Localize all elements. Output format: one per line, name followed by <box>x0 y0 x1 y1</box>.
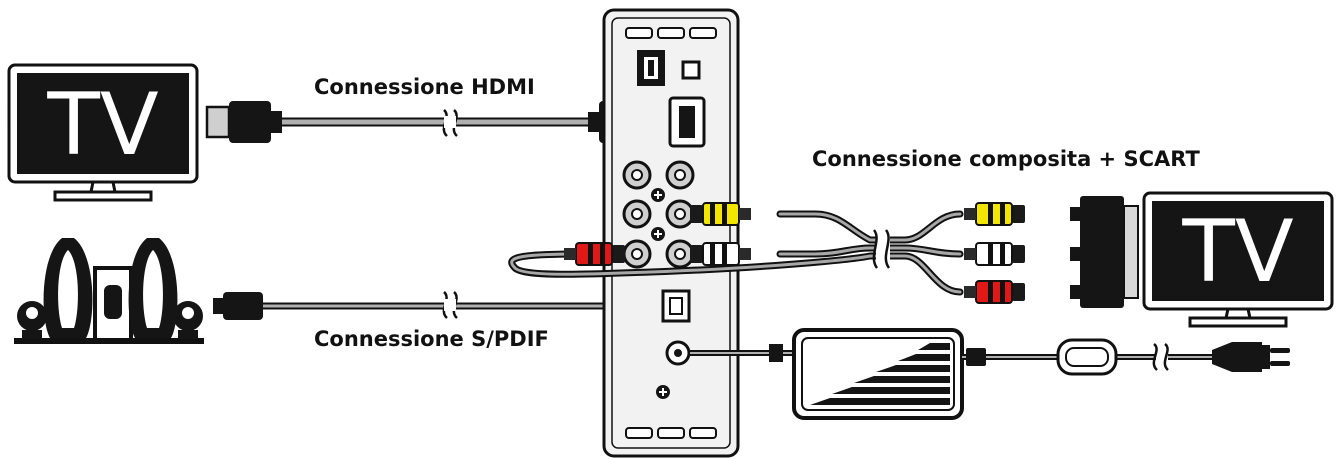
spdif-connection-label: Connessione S/PDIF <box>314 327 549 351</box>
rca-plug-icon <box>963 242 1026 266</box>
rca-plug-icon <box>963 202 1026 226</box>
hdmi-plug-icon <box>205 101 282 143</box>
hdmi-cable <box>205 101 665 143</box>
power-cable <box>690 344 796 362</box>
rca-plug-icon <box>689 202 752 226</box>
tv-right: TV <box>1142 191 1334 328</box>
composite-scart-connection-label: Connessione composita + SCART <box>812 147 1200 171</box>
tv-left: TV <box>7 63 199 202</box>
tv-right-label: TV <box>1181 202 1294 302</box>
spdif-cable <box>213 291 664 320</box>
tv-left-label: TV <box>46 75 159 175</box>
rca-plug-icon <box>563 242 626 266</box>
power-plug-icon <box>1212 342 1290 372</box>
media-player-icon <box>602 8 740 458</box>
composite-cable <box>508 210 964 296</box>
optical-plug-icon <box>213 292 263 320</box>
power-adapter-icon <box>792 328 964 420</box>
hdmi-connection-label: Connessione HDMI <box>314 75 535 99</box>
power-cord <box>962 338 1215 376</box>
rca-plug-icon <box>963 280 1026 304</box>
speaker-system-icon <box>14 238 204 344</box>
scart-adapter-icon <box>1070 196 1139 308</box>
rca-plug-icon <box>689 242 752 266</box>
